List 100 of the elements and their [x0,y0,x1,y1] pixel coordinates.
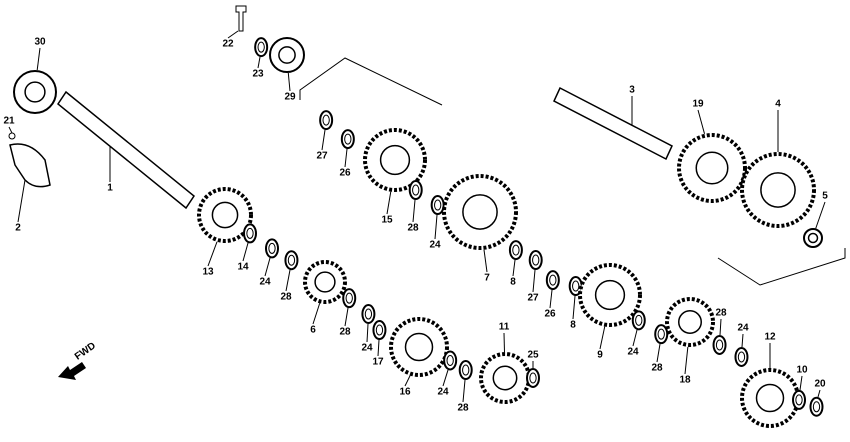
leader-line [442,370,448,386]
washer [372,320,386,340]
callout-number: 24 [626,346,640,358]
washer [632,310,646,330]
callout-number: 19 [691,98,705,110]
callout-number: 28 [456,402,470,414]
leader-line [36,48,40,71]
leader-line [344,148,348,168]
callout-number: 18 [678,374,692,386]
washer [284,250,298,270]
bearing [269,37,305,73]
leader-line [818,390,820,398]
washer [734,346,748,367]
washer [243,223,257,244]
leader-line [404,375,411,386]
gear [677,133,747,203]
callout-number: 11 [498,322,510,332]
leader-line [532,270,536,292]
leader-line [228,30,238,38]
callout-number: 21 [2,116,16,126]
leader-line [258,56,260,68]
callout-number: 27 [526,292,540,304]
leader-line [684,346,688,374]
washer [408,180,423,200]
washer [528,250,543,270]
leader-line [504,332,505,352]
leader-line [632,330,638,346]
callout-number: 27 [315,150,329,162]
callout-number: 26 [338,168,352,178]
callout-number: 12 [763,332,777,342]
washer [508,240,523,260]
callout-number: 7 [483,272,491,284]
bearing [803,228,823,248]
callout-number: 15 [380,214,394,226]
callout-number: 30 [33,36,47,48]
callout-number: 6 [309,324,317,336]
leader-line [572,296,576,320]
leader-line [286,270,290,292]
callout-number: 24 [360,342,374,354]
washer [546,270,560,290]
callout-number: 28 [338,326,352,338]
leader-line [656,344,660,362]
bearing [13,70,57,114]
leader-line [720,318,722,336]
callout-number: 8 [569,320,577,330]
leader-line [512,260,516,276]
leader-line [462,380,466,402]
washer [340,129,355,150]
leader-line [484,249,488,272]
callout-number: 24 [736,322,750,334]
callout-number: 17 [371,356,385,368]
washer [568,276,583,296]
leader-line [378,340,380,356]
callout-number: 26 [543,308,557,320]
callout-number: 4 [774,98,782,110]
leader-line [698,110,706,134]
leader-line [815,202,826,229]
leader-line [412,200,416,222]
washer [265,238,279,258]
gear [442,174,518,250]
washer [319,110,334,130]
callout-number: 22 [221,38,235,50]
leader-line [366,324,368,342]
washer [342,288,356,308]
callout-number: 28 [406,222,420,234]
gear [578,263,642,327]
callout-number: 10 [795,364,809,376]
callout-number: 3 [628,84,636,96]
gear [665,297,715,347]
washer [654,324,668,344]
bolt [236,6,246,32]
gear [363,128,427,192]
callout-number: 25 [526,350,540,360]
washer [792,390,806,410]
callout-number: 1 [106,182,114,194]
washer [526,368,540,388]
leader-line [386,191,392,214]
gear [197,187,253,243]
callout-number: 9 [596,350,604,360]
leader-line [264,258,270,276]
leader-line [800,376,802,390]
callout-number: 14 [236,262,250,272]
callout-number: 28 [714,308,728,318]
callout-number: 24 [428,240,442,250]
washer [458,360,473,380]
leader-line [600,326,606,350]
bracket [9,143,51,188]
gear [740,152,816,228]
leader-line [742,334,744,348]
leader-line [242,242,248,262]
washer [361,304,376,324]
leader-line [208,241,218,266]
callout-number: 29 [283,92,297,102]
callout-number: 23 [251,68,265,80]
pin [8,132,16,140]
leader-line [434,214,438,240]
leader-line [344,308,348,326]
washer [712,334,727,355]
callout-number: 13 [201,266,215,278]
callout-number: 24 [258,276,272,288]
